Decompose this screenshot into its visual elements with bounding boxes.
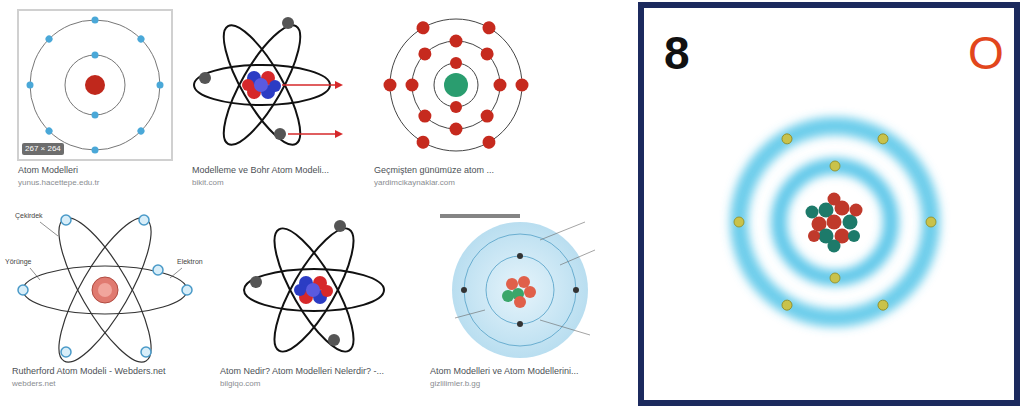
result-title: Geçmişten günümüze atom ... bbox=[374, 165, 494, 176]
oxygen-panel bbox=[641, 5, 1017, 403]
part-label: Elektron bbox=[176, 258, 204, 266]
thumb-orbital-2 bbox=[190, 10, 355, 160]
result-source: bilgiqo.com bbox=[220, 379, 260, 389]
element-symbol: O bbox=[968, 30, 1004, 76]
result-source: bikit.com bbox=[192, 178, 224, 188]
thumb-shells-6 bbox=[440, 214, 595, 358]
part-label: Yörünge bbox=[4, 258, 32, 266]
thumb-bohr-1 bbox=[18, 10, 172, 160]
result-source: gizlilimler.b.gg bbox=[430, 379, 480, 389]
part-label: Çekirdek bbox=[14, 212, 44, 220]
result-source: yunus.hacettepe.edu.tr bbox=[18, 178, 99, 188]
result-title: Rutherford Atom Modeli - Webders.net bbox=[12, 366, 165, 377]
image-size: 267 × 264 bbox=[22, 143, 64, 155]
result-title: Atom Modelleri bbox=[18, 165, 78, 176]
thumb-shells-3 bbox=[384, 19, 529, 151]
result-title: Atom Modelleri ve Atom Modellerini... bbox=[430, 366, 579, 377]
thumb-orbital-5 bbox=[244, 219, 384, 361]
result-source: yardimcikaynaklar.com bbox=[374, 178, 455, 188]
result-title: Modelleme ve Bohr Atom Modeli... bbox=[192, 165, 329, 176]
thumb-rutherford-4 bbox=[18, 207, 192, 373]
atomic-number: 8 bbox=[664, 30, 690, 76]
result-source: webders.net bbox=[12, 379, 56, 389]
result-title: Atom Nedir? Atom Modelleri Nelerdir? -..… bbox=[220, 366, 384, 377]
